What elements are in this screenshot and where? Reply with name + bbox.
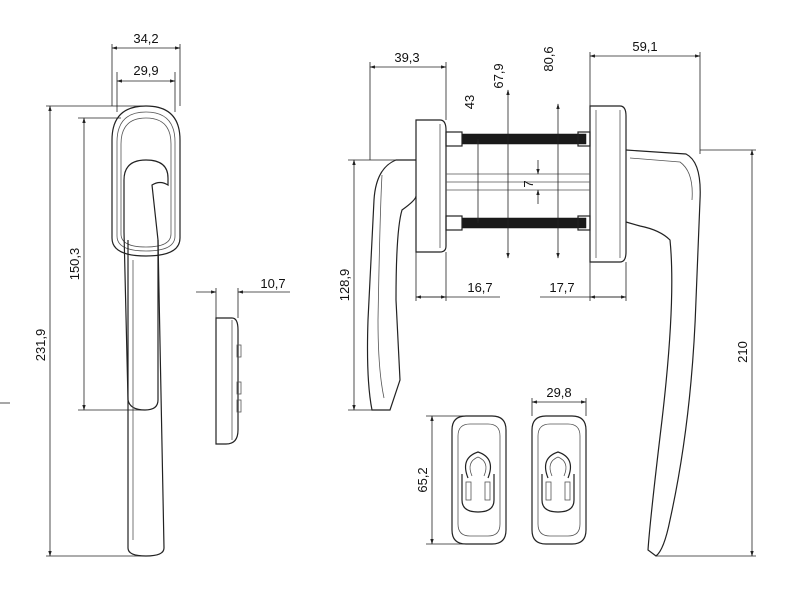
dim-label-150-3: 150,3 [67, 248, 82, 281]
dim-label-59-1: 59,1 [632, 39, 657, 54]
dim-label-29-8: 29,8 [546, 385, 571, 400]
dim-front-outer-width: 34,2 [111, 31, 181, 106]
dim-label-34-2: 34,2 [133, 31, 158, 46]
dim-label-80-6: 80,6 [541, 46, 556, 71]
dim-mech-rose-right: 17,7 [540, 262, 627, 301]
dim-side-depth: 10,7 [196, 276, 290, 318]
dim-front-rose-height: 150,3 [67, 117, 145, 411]
dim-label-128-9: 128,9 [337, 269, 352, 302]
dim-label-210: 210 [735, 341, 750, 363]
dim-label-39-3: 39,3 [394, 50, 419, 65]
dim-label-7: 7 [521, 180, 536, 187]
dim-mech-offset-right: 59,1 [589, 39, 701, 154]
dim-key-width: 29,8 [531, 385, 587, 416]
mechanism-view [366, 105, 701, 557]
dim-mech-total-height: 210 [656, 149, 756, 557]
dim-label-17-7: 17,7 [549, 280, 574, 295]
dim-mech-43: 43 [462, 95, 480, 224]
dim-mech-67-9: 67,9 [491, 63, 510, 259]
dim-front-inner-width: 29,9 [116, 63, 176, 112]
dim-mech-rose-left: 16,7 [415, 252, 500, 301]
dim-label-43: 43 [462, 95, 477, 109]
front-view-handle [111, 105, 181, 557]
dim-front-total-height: 231,9 [33, 105, 146, 557]
dim-mech-80-6: 80,6 [541, 46, 560, 259]
side-view [215, 317, 242, 445]
dim-key-height: 65,2 [415, 415, 466, 545]
dim-label-16-7: 16,7 [467, 280, 492, 295]
dim-label-65-2: 65,2 [415, 467, 430, 492]
dim-label-10-7: 10,7 [260, 276, 285, 291]
dim-mech-square: 7 [521, 160, 540, 204]
dim-mech-offset-left: 39,3 [369, 50, 447, 160]
dim-label-231-9: 231,9 [33, 329, 48, 362]
dim-label-29-9: 29,9 [133, 63, 158, 78]
dim-mech-handle-height: 128,9 [337, 159, 396, 411]
key-rose-left [451, 415, 507, 545]
dim-label-67-9: 67,9 [491, 63, 506, 88]
key-rose-right [531, 415, 587, 545]
